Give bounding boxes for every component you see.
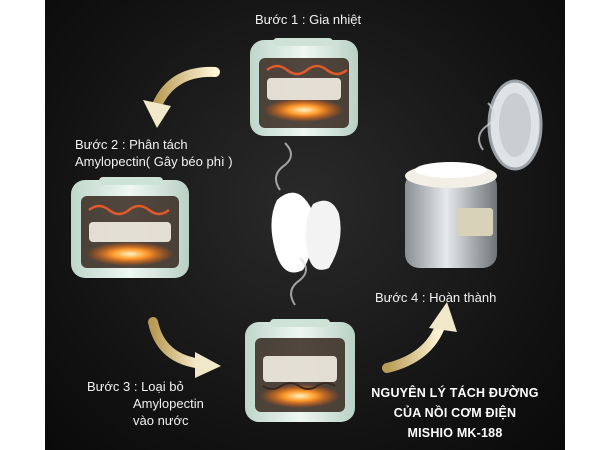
step3-label: Bước 3 : Loại bỏ Amylopectin vào nước — [87, 378, 204, 429]
step3-line1: Bước 3 : Loại bỏ — [87, 379, 184, 394]
cooker-step2 — [71, 177, 189, 278]
title-line2: CỦA NỒI CƠM ĐIỆN — [393, 406, 517, 420]
step1-label: Bước 1 : Gia nhiệt — [255, 12, 362, 27]
cooker-step4 — [405, 79, 543, 268]
infographic-stage: Bước 1 : Gia nhiệt Bước 2 : Phân tách Am… — [45, 0, 565, 450]
illustration-layer — [71, 38, 543, 422]
step2-line2: Amylopectin( Gây béo phì ) — [75, 154, 233, 169]
cooker-step3 — [245, 319, 355, 422]
rice-grain-icon — [271, 192, 341, 273]
arrow-step3-to-4-icon — [382, 302, 457, 373]
step3-line3: vào nước — [133, 413, 189, 428]
diagram-title: NGUYÊN LÝ TÁCH ĐƯỜNG CỦA NỒI CƠM ĐIỆN MI… — [355, 386, 555, 440]
step4-label: Bước 4 : Hoàn thành — [375, 290, 497, 305]
title-line1: NGUYÊN LÝ TÁCH ĐƯỜNG — [371, 386, 539, 400]
step2-label: Bước 2 : Phân tách Amylopectin( Gây béo … — [75, 136, 233, 170]
step2-line1: Bước 2 : Phân tách — [75, 137, 188, 152]
arrow-step1-to-2-icon — [143, 66, 220, 128]
arrow-step2-to-3-icon — [148, 317, 221, 378]
step3-line2: Amylopectin — [133, 396, 204, 411]
title-line3: MISHIO MK-188 — [407, 426, 503, 440]
cooker-step1 — [250, 38, 358, 136]
steam-icon — [275, 102, 495, 306]
